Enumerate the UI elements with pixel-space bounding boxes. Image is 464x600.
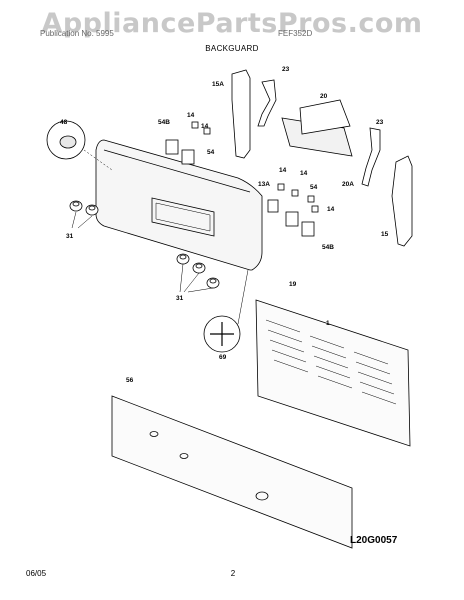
site-watermark: AppliancePartsPros.com: [41, 8, 423, 39]
callout-1: 1: [326, 320, 330, 327]
callout-56: 56: [126, 377, 134, 384]
control-panel-backguard: [95, 139, 263, 271]
callout-labels: 48 54B 14 14 54 15A 23 20 23 20A 13A 14 …: [60, 66, 389, 384]
callout-54-right: 54: [310, 184, 318, 191]
callout-14-e: 14: [327, 206, 335, 213]
callout-31-left: 31: [66, 233, 74, 240]
callout-23-right: 23: [376, 119, 384, 126]
footer-date: 06/05: [26, 569, 47, 578]
publication-number: Publication No. 5995: [40, 29, 114, 38]
figure-code: L20G0057: [350, 535, 398, 546]
clock-control-board: [281, 99, 353, 157]
callout-48: 48: [60, 119, 68, 126]
callout-15a: 15A: [212, 81, 224, 88]
switch-cluster-right: [267, 183, 319, 237]
callout-15: 15: [381, 231, 389, 238]
callout-20: 20: [320, 93, 328, 100]
callout-20a: 20A: [342, 181, 354, 188]
callout-54b-right: 54B: [322, 244, 334, 251]
callout-14-d: 14: [300, 170, 308, 177]
lower-rear-panel: [111, 395, 353, 549]
end-bracket-right: [391, 155, 413, 247]
clip-bracket-top: [257, 79, 277, 127]
footer-page-number: 2: [230, 569, 236, 578]
knob-group-left: [69, 200, 99, 229]
callout-23-top: 23: [282, 66, 290, 73]
rear-cover-vents: [265, 319, 397, 405]
rear-cover-panel: [255, 299, 411, 447]
callout-14-a: 14: [187, 112, 195, 119]
model-number: FEF352D: [278, 29, 313, 38]
end-bracket-left: [231, 69, 251, 159]
callout-13a: 13A: [258, 181, 270, 188]
callout-54b-top: 54B: [158, 119, 170, 126]
knob-group-bottom: [176, 253, 220, 293]
clock-knob: [46, 120, 113, 171]
callout-69: 69: [219, 354, 227, 361]
screw-detail: [203, 269, 249, 353]
callout-19: 19: [289, 281, 297, 288]
callout-54-top: 54: [207, 149, 215, 156]
callout-31-bottom: 31: [176, 295, 184, 302]
callout-14-c: 14: [279, 167, 287, 174]
section-title: BACKGUARD: [205, 44, 259, 53]
callout-14-b: 14: [201, 123, 209, 130]
clip-bracket-right: [361, 127, 381, 187]
switch-cluster-top: [165, 121, 211, 165]
